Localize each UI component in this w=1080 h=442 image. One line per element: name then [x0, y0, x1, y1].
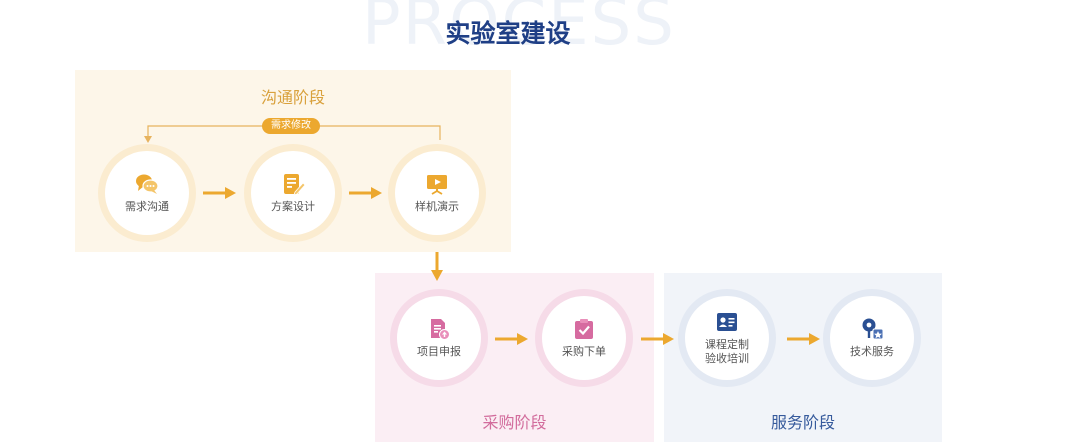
flow-arrow [203, 187, 236, 199]
node-label: 技术服务 [850, 346, 894, 358]
flow-arrow-down [431, 252, 443, 281]
node-course-customization: 课程定制 验收培训 [685, 296, 769, 380]
document-edit-icon [284, 174, 305, 196]
node-solution-design: 方案设计 [251, 151, 335, 235]
chat-bubbles-icon [136, 174, 159, 194]
communication-stage-title: 沟通阶段 [260, 90, 325, 107]
file-upload-icon [431, 319, 450, 340]
flow-arrow [349, 187, 382, 199]
node-label: 样机演示 [415, 201, 459, 213]
node-requirement-communication: 需求沟通 [105, 151, 189, 235]
background-watermark-text: PROCESS [362, 0, 676, 60]
node-label-line2: 验收培训 [705, 353, 749, 365]
id-card-icon [717, 313, 737, 331]
node-label: 项目申报 [417, 346, 461, 358]
node-label: 方案设计 [271, 201, 315, 213]
node-prototype-demo: 样机演示 [395, 151, 479, 235]
node-label: 采购下单 [562, 346, 606, 358]
node-label-line1: 课程定制 [705, 339, 749, 351]
procurement-stage-title: 采购阶段 [482, 415, 547, 432]
service-stage-title: 服务阶段 [770, 415, 835, 432]
page-title: 实验室建设 [445, 20, 571, 48]
clipboard-check-icon [575, 319, 593, 339]
node-technical-service: 技术服务 [830, 296, 914, 380]
node-purchase-order: 采购下单 [542, 296, 626, 380]
tech-support-icon [862, 318, 884, 340]
flow-arrow [641, 333, 674, 345]
feedback-label: 需求修改 [262, 118, 320, 134]
node-label: 需求沟通 [125, 201, 169, 213]
node-project-application: 项目申报 [397, 296, 481, 380]
flow-arrow [495, 333, 528, 345]
flow-arrow [787, 333, 820, 345]
presentation-screen-icon [427, 175, 447, 195]
